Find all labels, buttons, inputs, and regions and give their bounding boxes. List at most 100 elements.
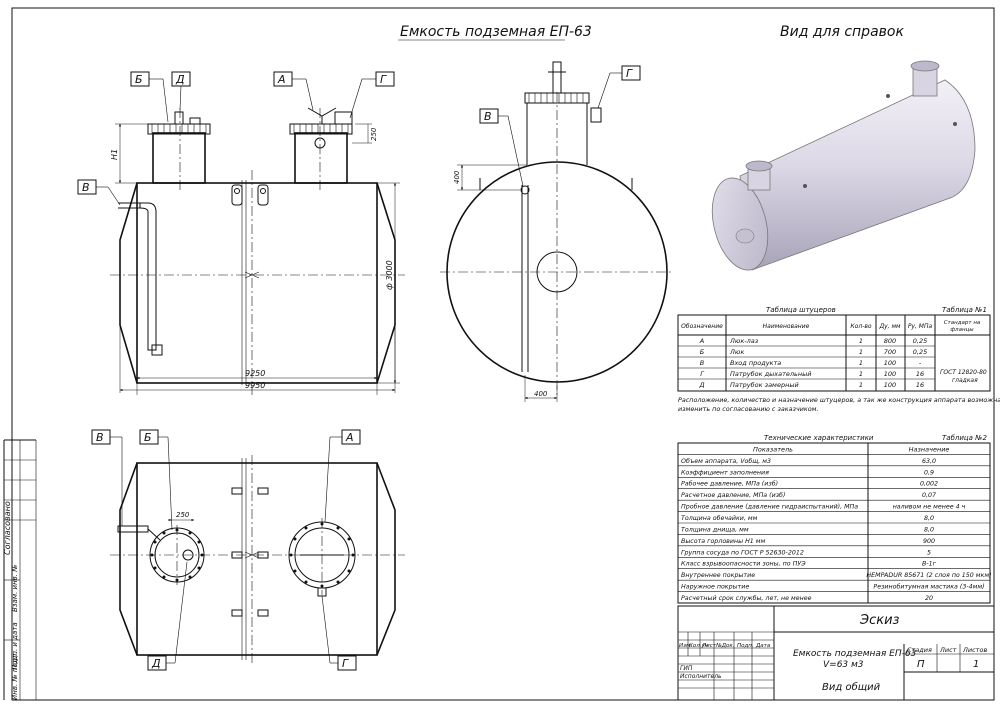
spec-cell-value: В-1г [922, 561, 937, 568]
nozzle-note-2: изменить по согласованию с заказчиком. [678, 405, 819, 413]
nozzle-standard-1: ГОСТ 12820-80 [940, 369, 987, 376]
strip-inv-podl: Инв. № подл. [11, 652, 19, 700]
nozzle-cell-code: В [700, 359, 705, 367]
callout-v-front: В [82, 181, 90, 194]
nozzle-header-5b: фланцы [950, 327, 974, 333]
front-view: Н1 250 ф 3000 9250 9950 Б Д А Г В [77, 71, 405, 395]
nozzle-cell-qty: 1 [859, 381, 863, 389]
nozzle-cell-name: Люк [729, 348, 744, 356]
strip-podp-data: Подп. и дата [11, 622, 19, 670]
nozzle-header-4: Ру, МПа [908, 323, 933, 330]
nozzle-cell-dn: 100 [884, 359, 896, 367]
stamp-col-kol: Кол.уч [689, 643, 709, 649]
stamp-col-podp: Подп. [737, 643, 754, 649]
stamp-eskiz: Эскиз [859, 613, 900, 628]
stamp-stage-label: Стадия [907, 646, 932, 654]
nozzle-header-3: Ду, мм [878, 323, 901, 330]
spec-cell-param: Толщина днища, мм [681, 526, 749, 533]
dim-400-horiz: 400 [534, 390, 548, 398]
callout-a-front: А [277, 73, 286, 86]
nozzle-header-0: Обозначение [681, 323, 723, 330]
spec-cell-param: Расчетный срок службы, лет, не менее [681, 594, 812, 602]
nozzle-cell-qty: 1 [859, 359, 863, 367]
dim-d3000: ф 3000 [385, 260, 394, 290]
stamp-gip: ГИП [680, 665, 693, 672]
reference-title: Вид для справок [780, 24, 904, 40]
callout-b-front: Б [135, 73, 143, 86]
spec-cell-value: 8,0 [924, 526, 934, 533]
nozzle-table-title: Таблица штуцеров [766, 306, 836, 314]
nozzle-cell-code: А [699, 337, 704, 345]
callout-v-top: В [96, 431, 104, 444]
stamp-view: Вид общий [822, 681, 881, 693]
spec-cell-param: Толщина обечайки, мм [681, 514, 758, 522]
nozzle-table-num: Таблица №1 [942, 306, 987, 314]
spec-cell-param: Коэффициент заполнения [681, 469, 769, 476]
callout-a-top: А [345, 431, 354, 444]
nozzle-cell-code: Г [700, 370, 705, 378]
spec-cell-value: 63,0 [922, 458, 936, 465]
spec-cell-param: Внутреннее покрытие [681, 572, 755, 579]
specs-header-0: Показатель [753, 445, 793, 453]
callout-g-top: Г [342, 657, 349, 670]
spec-cell-param: Объем аппарата, Vобщ, м3 [681, 457, 771, 465]
spec-cell-param: Высота горловины Н1 мм [681, 538, 766, 545]
nozzle-cell-pn: 16 [916, 370, 924, 378]
spec-cell-value: 5 [927, 549, 931, 556]
nozzle-header-2: Кол-во [850, 323, 871, 330]
specs-table: Технические характеристики Таблица №2 По… [677, 434, 992, 604]
strip-inv-dubl: Взам. инв. № [11, 564, 19, 612]
spec-cell-value: 0,07 [922, 492, 936, 499]
nozzle-note-1: Расположение, количество и назначение шт… [678, 396, 1000, 404]
nozzle-cell-dn: 800 [884, 337, 896, 345]
spec-cell-value: Резинобитумная мастика (3-4мм) [873, 583, 984, 591]
spec-cell-value: наливом не менее 4 ч [893, 504, 966, 511]
nozzle-cell-qty: 1 [859, 337, 863, 345]
sheet-frame [11, 7, 995, 701]
stamp-stage: П [917, 659, 925, 670]
nozzle-cell-code: Б [700, 348, 705, 356]
specs-header-1: Назначение [909, 445, 950, 453]
stamp-name-1: Емкость подземная ЕП-63 [793, 649, 917, 659]
nozzle-cell-dn: 100 [884, 381, 896, 389]
spec-cell-value: 20 [925, 595, 933, 602]
spec-cell-value: 8,0 [924, 515, 934, 522]
spec-cell-param: Пробное давление (давление гидраиспытани… [681, 503, 858, 511]
spec-cell-value: 0,9 [924, 469, 934, 476]
strip-sogl: Согласовано [3, 501, 12, 555]
spec-cell-value: 0,002 [920, 481, 938, 488]
end-view: 400 400 В Г [440, 61, 674, 402]
callout-b-top: Б [144, 431, 152, 444]
spec-cell-param: Расчетное давление, МПа (изб) [681, 491, 785, 499]
isometric-view [711, 60, 976, 271]
nozzle-header-1: Наименование [763, 323, 810, 330]
nozzle-cell-name: Люк-лаз [729, 337, 759, 345]
callout-d-front: Д [175, 73, 185, 86]
callout-g-end: Г [626, 67, 633, 80]
nozzle-cell-qty: 1 [859, 370, 863, 378]
stamp-col-list: Лист [701, 643, 717, 649]
specs-table-title: Технические характеристики [764, 434, 874, 442]
nozzle-cell-name: Патрубок дыхательный [730, 370, 811, 378]
dim-250-top: 250 [176, 511, 190, 519]
nozzle-header-5a: Стандарт на [944, 320, 981, 326]
spec-cell-param: Группа сосуда по ГОСТ Р 52630-2012 [681, 549, 804, 556]
dim-9950: 9950 [245, 381, 265, 390]
spec-cell-param: Класс взрывоопасности зоны, по ПУЭ [681, 561, 806, 568]
nozzle-cell-code: Д [698, 381, 704, 389]
stamp-sheets: 1 [973, 659, 979, 670]
side-strip: Согласовано Взам. инв. № Подп. и дата Ин… [3, 439, 37, 700]
callout-v-end: В [484, 110, 492, 123]
stamp-sheets-label: Листов [962, 646, 987, 654]
title-stamp: Эскиз Изм. Кол.уч Лист №Док. Подп. Дата … [677, 605, 995, 701]
stamp-col-data: Дата [755, 643, 771, 649]
nozzle-cell-pn: 16 [916, 381, 924, 389]
stamp-name-2: V=63 м3 [823, 660, 864, 670]
nozzle-table: Таблица штуцеров Таблица №1 Обозначение Н… [677, 306, 1000, 413]
dim-250: 250 [370, 127, 378, 141]
dim-h1: Н1 [110, 149, 119, 160]
specs-table-num: Таблица №2 [942, 434, 987, 442]
nozzle-cell-pn: - [919, 359, 922, 367]
callout-g-front: Г [380, 73, 387, 86]
